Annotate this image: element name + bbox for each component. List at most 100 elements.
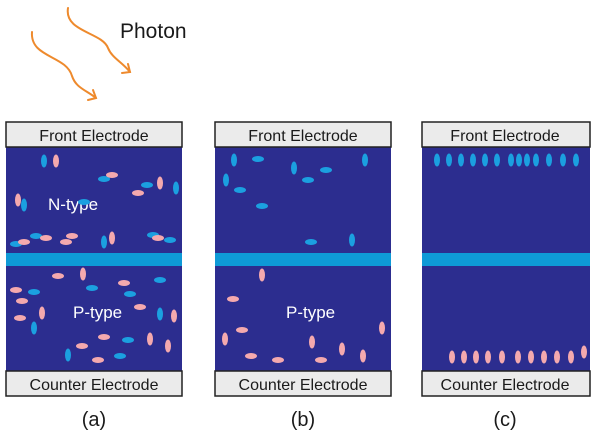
electron xyxy=(164,237,176,243)
photon-arrows xyxy=(30,7,132,101)
front-electrode-label: Front Electrode xyxy=(450,128,559,145)
electron xyxy=(560,153,566,167)
junction-layer xyxy=(215,253,391,266)
hole xyxy=(39,306,45,320)
carriers-a xyxy=(10,154,179,363)
electron xyxy=(349,233,355,247)
electron xyxy=(533,153,539,167)
hole xyxy=(554,350,560,364)
front-electrode xyxy=(5,121,183,148)
panel-a: Front Electrode Counter Electrode N-type… xyxy=(5,121,183,431)
hole xyxy=(60,239,72,245)
hole xyxy=(473,350,479,364)
carriers-c xyxy=(434,153,587,364)
junction-layer xyxy=(6,253,182,266)
front-electrode-label: Front Electrode xyxy=(248,128,357,145)
electron xyxy=(124,291,136,297)
hole xyxy=(315,357,327,363)
hole xyxy=(515,350,521,364)
electron xyxy=(546,153,552,167)
electron xyxy=(65,348,71,362)
electron xyxy=(173,181,179,195)
counter-electrode-label: Counter Electrode xyxy=(30,377,159,394)
hole xyxy=(227,296,239,302)
electron xyxy=(305,239,317,245)
electron xyxy=(154,277,166,283)
electron xyxy=(41,154,47,168)
p-type-label: P-type xyxy=(286,303,335,322)
hole xyxy=(259,268,265,282)
panel-b: Front Electrode Counter Electrode P-type… xyxy=(214,121,392,431)
electron xyxy=(122,337,134,343)
hole xyxy=(92,357,104,363)
electron xyxy=(508,153,514,167)
electron xyxy=(157,307,163,321)
electron xyxy=(231,153,237,167)
front-electrode xyxy=(214,121,392,148)
n-type-label: N-type xyxy=(48,195,98,214)
hole xyxy=(236,327,248,333)
p-type-region xyxy=(422,266,590,371)
hole xyxy=(14,315,26,321)
electron xyxy=(98,176,110,182)
electron xyxy=(30,233,42,239)
electron xyxy=(223,173,229,187)
electron xyxy=(141,182,153,188)
hole xyxy=(10,287,22,293)
electron xyxy=(78,199,90,205)
electron xyxy=(434,153,440,167)
p-type-label: P-type xyxy=(73,303,122,322)
electron xyxy=(21,198,27,212)
electron xyxy=(320,167,332,173)
electron xyxy=(234,187,246,193)
hole xyxy=(485,350,491,364)
electron xyxy=(516,153,522,167)
electron xyxy=(470,153,476,167)
electron xyxy=(573,153,579,167)
hole xyxy=(528,350,534,364)
photon-arrowhead-1 xyxy=(87,89,98,101)
electron xyxy=(302,177,314,183)
hole xyxy=(15,193,21,207)
electron xyxy=(494,153,500,167)
electron xyxy=(28,289,40,295)
hole xyxy=(40,235,52,241)
hole xyxy=(52,273,64,279)
hole xyxy=(499,350,505,364)
hole xyxy=(339,342,345,356)
hole xyxy=(118,280,130,286)
counter-electrode-label: Counter Electrode xyxy=(239,377,368,394)
counter-electrode-label: Counter Electrode xyxy=(441,377,570,394)
photon-label: Photon xyxy=(120,20,187,43)
counter-electrode xyxy=(421,370,591,397)
hole xyxy=(581,345,587,359)
hole xyxy=(109,231,115,245)
electron xyxy=(86,285,98,291)
electron xyxy=(446,153,452,167)
hole xyxy=(309,335,315,349)
front-electrode-label: Front Electrode xyxy=(39,128,148,145)
p-type-region xyxy=(6,266,182,371)
electron xyxy=(458,153,464,167)
hole xyxy=(18,239,30,245)
hole xyxy=(449,350,455,364)
hole xyxy=(222,332,228,346)
front-electrode xyxy=(421,121,591,148)
hole xyxy=(461,350,467,364)
junction-layer xyxy=(422,253,590,266)
electron xyxy=(252,156,264,162)
hole xyxy=(568,350,574,364)
photon-arrow-2 xyxy=(66,7,131,73)
electron xyxy=(114,353,126,359)
hole xyxy=(76,343,88,349)
n-type-region xyxy=(215,147,391,253)
hole xyxy=(272,357,284,363)
hole xyxy=(66,233,78,239)
panel-caption: (b) xyxy=(291,409,315,431)
electron xyxy=(482,153,488,167)
counter-electrode xyxy=(5,370,183,397)
hole xyxy=(80,267,86,281)
hole xyxy=(245,353,257,359)
hole xyxy=(106,172,118,178)
